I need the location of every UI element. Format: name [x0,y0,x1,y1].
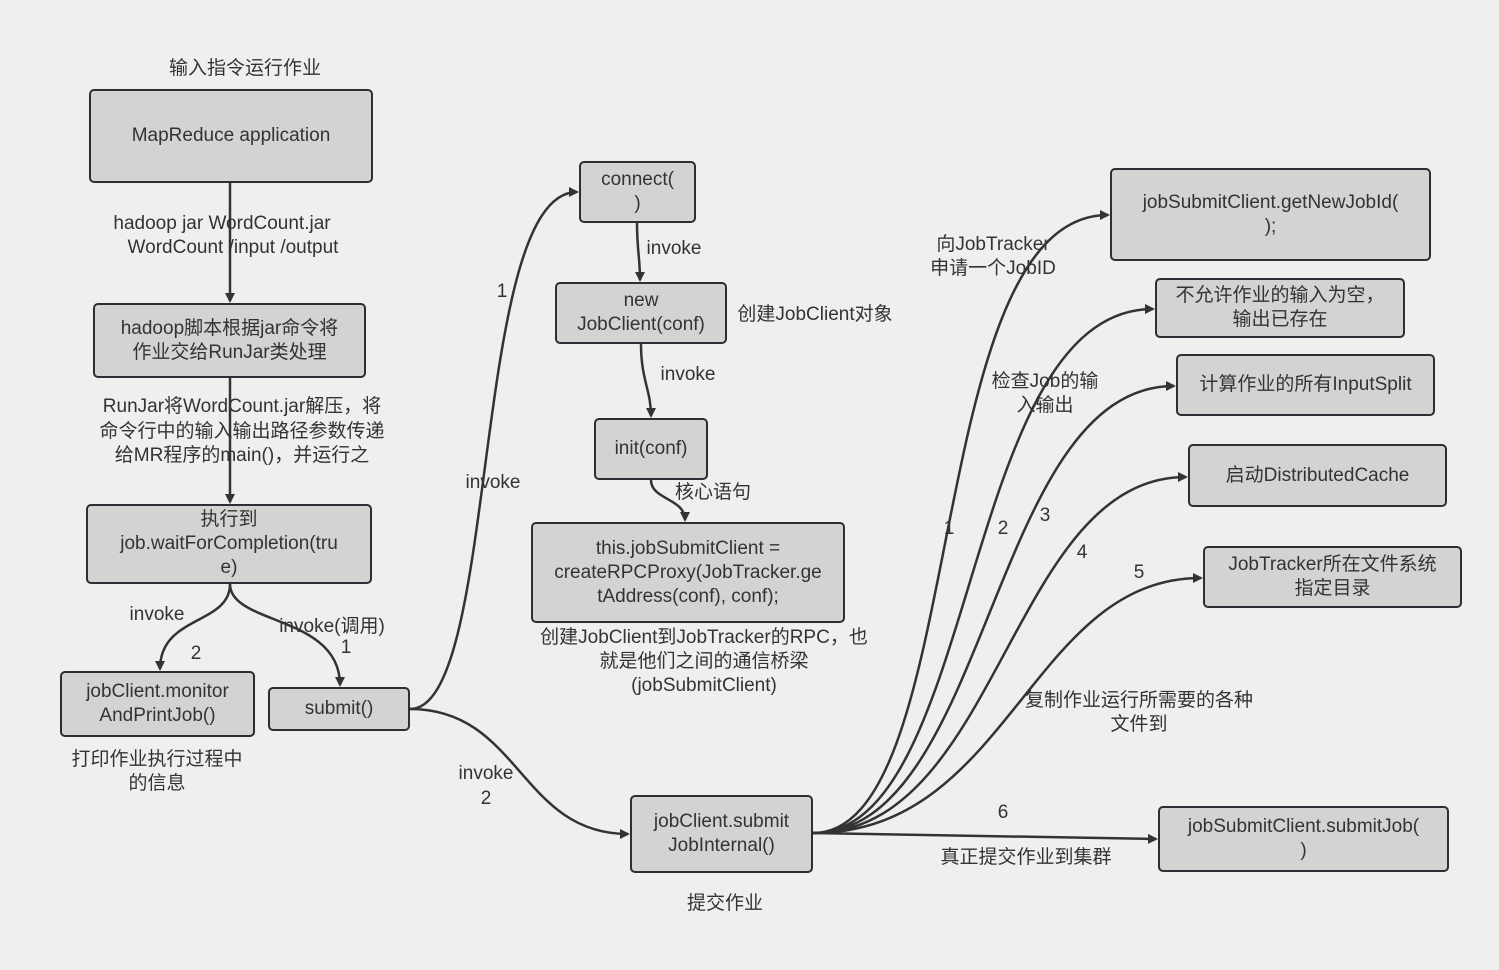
node-submit[interactable]: submit() [268,687,410,731]
node-text: 输出已存在 [1232,309,1328,330]
edge-internal-getid [812,210,1110,835]
node-wait-for-completion[interactable]: 执行到 job.waitForCompletion(tru e) [86,504,372,584]
node-text: ) [634,193,641,214]
node-text: jobSubmitClient.getNewJobId( [1142,191,1399,213]
node-text: connect( [601,169,674,190]
node-mapreduce-application[interactable]: MapReduce application [89,89,373,183]
label-rpc-desc: 创建JobClient到JobTracker的RPC，也 [540,627,868,648]
node-text: AndPrintJob() [99,705,216,726]
edge-submit-internal [409,707,630,839]
label-core: 核心语句 [674,482,752,503]
label-rpc-desc: 就是他们之间的通信桥梁 [599,651,809,672]
label-number: 1 [340,637,352,658]
node-text: this.jobSubmitClient = [595,537,781,559]
node-create-rpc-proxy[interactable]: this.jobSubmitClient =createRPCProxy(Job… [531,522,845,623]
label-number: 2 [480,788,492,809]
node-text: createRPCProxy(JobTracker.ge [554,561,822,583]
edge-submit-connect [409,187,579,711]
edge-wait-monitor [155,583,232,671]
edge-internal-cache [812,472,1188,835]
label-invoke: invoke [465,472,521,493]
edge-connect-new [634,222,645,282]
label-number: 1 [943,518,955,539]
label-hadoop-cmd: WordCount /input /output [127,237,339,258]
node-text: 执行到 [200,509,258,530]
node-distributed-cache[interactable]: 启动DistributedCache [1188,444,1447,507]
label-check-io: 入输出 [1016,395,1074,416]
node-text: 指定目录 [1294,578,1371,599]
node-text: JobInternal() [668,835,775,856]
label-print-info: 打印作业执行过程中 [71,749,243,770]
label-number: 2 [190,643,202,664]
label-hadoop-cmd: hadoop jar WordCount.jar [113,213,331,234]
node-text: 不允许作业的输入为空， [1175,285,1385,306]
node-text: JobTracker所在文件系统 [1228,554,1437,575]
label-create-jobclient: 创建JobClient对象 [737,304,893,325]
label-apply-id: 申请一个JobID [930,258,1056,279]
label-input-cmd: 输入指令运行作业 [168,58,322,79]
node-text: hadoop脚本根据jar命令将 [120,317,339,339]
label-rpc-desc: (jobSubmitClient) [631,675,777,696]
label-copy-files: 文件到 [1110,714,1168,735]
edge-new-init [639,343,656,418]
edge-init-rpc [649,479,690,522]
node-text: submit() [304,698,374,719]
node-input-split[interactable]: 计算作业的所有InputSplit [1176,354,1435,416]
node-text: MapReduce application [131,125,331,146]
edge-wait-submit [228,583,345,687]
label-check-io: 检查Job的输 [991,371,1099,392]
label-number: 3 [1039,505,1051,526]
node-connect[interactable]: connect() [579,161,696,223]
label-number: 4 [1076,542,1088,563]
node-text: job.waitForCompletion(tru [120,533,338,554]
label-runjar: 命令行中的输入输出路径参数传递 [99,421,385,442]
node-text: 作业交给RunJar类处理 [132,341,327,363]
node-init[interactable]: init(conf) [594,418,708,480]
node-text: 计算作业的所有InputSplit [1199,374,1412,395]
label-apply-id: 向JobTracker [936,234,1050,255]
label-invoke: invoke [646,238,702,259]
label-number: 2 [997,518,1009,539]
node-submit-job[interactable]: jobSubmitClient.submitJob() [1158,806,1449,872]
label-invoke: invoke [129,604,185,625]
node-text: tAddress(conf), conf); [597,585,779,607]
node-text: JobClient(conf) [577,314,705,335]
label-number: 1 [496,281,508,302]
edge-internal-dir [812,573,1203,835]
edge-internal-split [812,381,1176,835]
node-check-io[interactable]: 不允许作业的输入为空， 输出已存在 [1155,278,1405,338]
label-real-submit: 真正提交作业到集群 [940,847,1112,868]
label-invoke: invoke [660,364,716,385]
node-text: ); [1264,215,1277,237]
node-text: jobClient.submit [653,811,790,832]
node-hadoop-script[interactable]: hadoop脚本根据jar命令将作业交给RunJar类处理 [93,303,366,378]
label-invoke: invoke [458,763,514,784]
node-jobtracker-dir[interactable]: JobTracker所在文件系统指定目录 [1203,546,1462,608]
label-runjar: RunJar将WordCount.jar解压，将 [102,396,382,417]
label-submit-desc: 提交作业 [686,893,764,914]
node-text: new [623,290,659,311]
label-runjar: 给MR程序的main()，并运行之 [114,445,370,466]
label-number: 6 [997,802,1009,823]
node-text: jobSubmitClient.submitJob( [1187,816,1420,837]
edge-internal-check [812,304,1155,835]
node-text: jobClient.monitor [86,681,229,702]
edge-internal-submitjob [812,831,1158,844]
node-text: ) [1300,840,1307,861]
node-get-new-job-id[interactable]: jobSubmitClient.getNewJobId(); [1110,168,1431,261]
label-invoke: invoke(调用) [279,616,385,637]
node-text: init(conf) [614,438,688,459]
label-print-info: 的信息 [128,773,186,794]
label-copy-files: 复制作业运行所需要的各种 [1024,690,1254,711]
node-text: 启动DistributedCache [1225,464,1410,486]
label-number: 5 [1133,562,1145,583]
node-text: e) [220,557,238,578]
